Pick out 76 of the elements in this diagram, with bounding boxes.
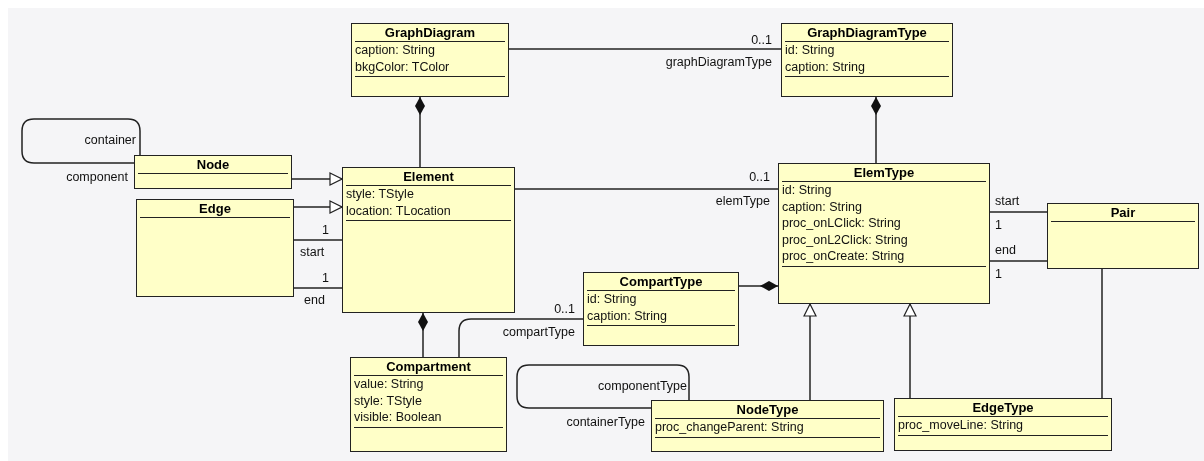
class-box xyxy=(651,400,884,452)
multiplicity-label: 1 xyxy=(995,267,1002,281)
association-line xyxy=(516,364,690,409)
association-line xyxy=(293,287,343,289)
association-line xyxy=(458,318,584,358)
class-box xyxy=(342,167,515,313)
class-box xyxy=(350,357,507,452)
attribute-text: id: String xyxy=(587,291,638,308)
class-name: EdgeType xyxy=(898,399,1108,417)
association-line xyxy=(989,211,1048,213)
multiplicity-label: 0..1 xyxy=(751,33,772,47)
multiplicity-label: 1 xyxy=(322,271,329,285)
attribute-text: style: TStyle xyxy=(346,186,415,203)
attribute-text: id: String xyxy=(782,182,833,199)
class-name: Element xyxy=(346,168,511,186)
role-label: graphDiagramType xyxy=(665,55,772,69)
class-box xyxy=(1047,203,1199,269)
role-label: start xyxy=(995,194,1020,208)
multiplicity-label: 1 xyxy=(995,218,1002,232)
class-box xyxy=(781,23,953,97)
attribute-text: caption: String xyxy=(355,42,436,59)
class-name: Compartment xyxy=(354,358,503,376)
class-name: NodeType xyxy=(655,401,880,419)
class-name: GraphDiagram xyxy=(355,24,505,42)
composition-line xyxy=(871,96,881,164)
class-name: GraphDiagramType xyxy=(785,24,949,42)
role-label: compartType xyxy=(502,325,575,339)
class-name: Edge xyxy=(140,200,290,218)
association-line xyxy=(989,260,1048,262)
association-line xyxy=(293,239,343,241)
multiplicity-label: 0..1 xyxy=(554,302,575,316)
role-label: end xyxy=(995,243,1016,257)
class-name: CompartType xyxy=(587,273,735,291)
association-line xyxy=(514,188,779,190)
attribute-text: caption: String xyxy=(785,58,866,75)
class-name: ElemType xyxy=(782,164,986,182)
class-name: Node xyxy=(138,156,288,174)
generalization-arrow xyxy=(293,200,343,214)
multiplicity-label: 0..1 xyxy=(749,170,770,184)
attribute-text: caption: String xyxy=(587,307,668,324)
multiplicity-label: 1 xyxy=(322,223,329,237)
class-box xyxy=(134,155,292,189)
class-box xyxy=(136,199,294,297)
class-box xyxy=(351,23,509,97)
attribute-text: id: String xyxy=(785,42,836,59)
composition-line xyxy=(738,281,779,291)
role-label: containerType xyxy=(566,415,645,429)
class-name: Pair xyxy=(1051,204,1195,222)
role-label: elemType xyxy=(715,194,770,208)
class-box xyxy=(583,272,739,346)
attribute-text: proc_onLClick: String xyxy=(782,215,902,232)
role-label: start xyxy=(300,245,325,259)
class-box xyxy=(894,398,1112,451)
association-line xyxy=(1101,268,1103,399)
role-label: end xyxy=(304,293,325,307)
composition-line xyxy=(415,96,425,168)
generalization-arrow xyxy=(291,172,343,186)
generalization-arrow xyxy=(803,303,817,401)
role-label: container xyxy=(84,133,136,147)
attribute-text: proc_onL2Click: String xyxy=(782,231,909,248)
attribute-text: location: TLocation xyxy=(346,202,452,219)
association-line xyxy=(508,48,782,50)
generalization-arrow xyxy=(903,303,917,399)
role-label: componentType xyxy=(598,379,687,393)
attribute-text: proc_onCreate: String xyxy=(782,248,906,265)
association-line xyxy=(21,118,141,164)
attribute-text: caption: String xyxy=(782,198,863,215)
attribute-text: visible: Boolean xyxy=(354,409,443,426)
composition-line xyxy=(418,312,428,358)
role-label: component xyxy=(66,170,128,184)
attribute-text: bkgColor: TColor xyxy=(355,58,451,75)
attribute-text: style: TStyle xyxy=(354,392,423,409)
class-box xyxy=(778,163,990,304)
attribute-text: proc_moveLine: String xyxy=(898,417,1025,434)
attribute-text: value: String xyxy=(354,376,425,393)
attribute-text: proc_changeParent: String xyxy=(655,419,805,436)
